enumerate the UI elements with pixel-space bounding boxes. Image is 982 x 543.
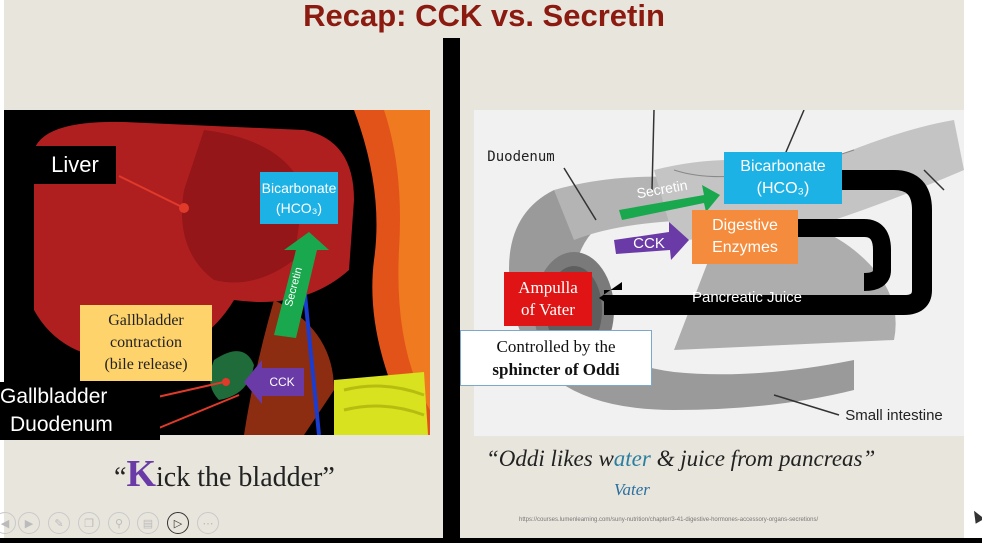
secretin-arrow	[274, 232, 329, 338]
liver-label: Liver	[34, 146, 116, 184]
pen-icon[interactable]: ✎	[48, 512, 70, 534]
zoom-icon[interactable]: ⚲	[108, 512, 130, 534]
cck-arrow-left	[244, 360, 304, 404]
panel-divider	[443, 38, 460, 543]
mnemonic-highlight-ater: ater	[613, 446, 651, 471]
gallbladder-label: Gallbladder	[0, 385, 108, 408]
cck-arrow-right	[614, 222, 689, 260]
gallbladder-duodenum-label: Gallbladder Duodenum	[0, 382, 160, 440]
cck-label-right: CCK	[633, 234, 665, 252]
sphincter-of-oddi-box: Controlled by the sphincter of Oddi	[460, 330, 652, 386]
duodenum-label-right: Duodenum	[487, 149, 555, 165]
bicarbonate-box-right: Bicarbonate (HCO₃)	[724, 152, 842, 204]
play-icon[interactable]: ▶	[18, 512, 40, 534]
video-icon[interactable]: ▷	[167, 512, 189, 534]
secretin-arrow-right	[619, 185, 720, 220]
source-url[interactable]: https://courses.lumenlearning.com/suny-n…	[519, 517, 819, 523]
subtitles-icon[interactable]: ▤	[137, 512, 159, 534]
ampulla-of-vater-box: Ampulla of Vater	[504, 272, 592, 326]
kick-the-bladder-mnemonic: “Kick the bladder”	[114, 453, 335, 495]
copy-icon[interactable]: ❐	[78, 512, 100, 534]
digestive-enzymes-box: Digestive Enzymes	[692, 210, 798, 264]
gallbladder-contraction-box: Gallbladder contraction (bile release)	[80, 305, 212, 381]
left-diagram: Liver Bicarbonate (HCO₃) Secretin CCK	[4, 110, 430, 435]
cck-label: CCK	[269, 375, 295, 389]
bicarbonate-box: Bicarbonate (HCO₃)	[260, 172, 338, 224]
vater-note: Vater	[614, 480, 650, 499]
right-margin	[964, 0, 982, 543]
pancreatic-juice-label: Pancreatic Juice	[691, 288, 803, 306]
duodenum-label-left: Duodenum	[10, 413, 113, 436]
oddi-mnemonic: “Oddi likes water & juice from pancreas”	[486, 446, 876, 471]
bottom-bar	[0, 538, 982, 543]
slide-title: Recap: CCK vs. Secretin	[303, 0, 665, 33]
more-icon[interactable]: ⋯	[197, 512, 219, 534]
small-intestine-label: Small intestine	[845, 406, 943, 424]
prev-icon[interactable]: ◀	[0, 512, 16, 534]
mnemonic-big-k: K	[126, 453, 156, 495]
